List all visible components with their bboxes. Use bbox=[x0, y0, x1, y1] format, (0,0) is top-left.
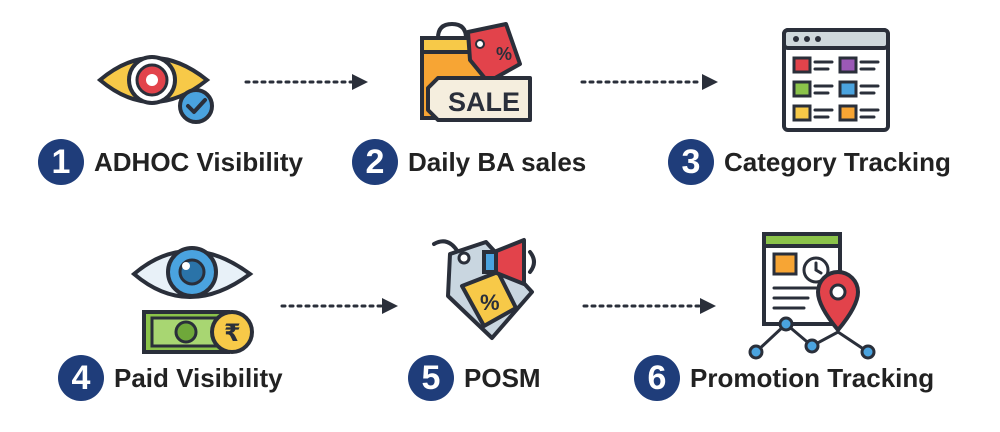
step-label: Category Tracking bbox=[724, 146, 951, 177]
sale-tag-icon: % SALE bbox=[420, 21, 532, 122]
step-number-badge: 1 bbox=[38, 139, 84, 185]
promo-tag-icon: % bbox=[432, 238, 536, 340]
step-number-badge: 2 bbox=[352, 139, 398, 185]
step-number-badge: 6 bbox=[634, 355, 680, 401]
eye-rupee-icon: ₹ bbox=[130, 246, 254, 354]
step-4: 4 Paid Visibility bbox=[58, 355, 283, 401]
step-2: 2 Daily BA sales bbox=[352, 139, 586, 185]
arrow-5-to-6 bbox=[582, 298, 716, 314]
step-5: 5 POSM bbox=[408, 355, 541, 401]
category-grid-icon bbox=[782, 28, 890, 132]
step-label: Promotion Tracking bbox=[690, 362, 935, 393]
percent-symbol: % bbox=[480, 290, 500, 315]
step-6: 6 Promotion Tracking bbox=[634, 355, 934, 401]
eye-check-icon bbox=[96, 55, 214, 124]
step-number-badge: 3 bbox=[668, 139, 714, 185]
location-tracking-icon bbox=[748, 232, 876, 360]
step-label: Daily BA sales bbox=[408, 146, 587, 177]
step-number-badge: 5 bbox=[408, 355, 454, 401]
rupee-symbol: ₹ bbox=[224, 319, 241, 347]
step-number-badge: 4 bbox=[58, 355, 104, 401]
arrow-1-to-2 bbox=[244, 74, 368, 90]
step-1: 1 ADHOC Visibility bbox=[38, 139, 303, 185]
arrow-2-to-3 bbox=[580, 74, 718, 90]
sale-sign-text: SALE bbox=[448, 87, 520, 117]
arrow-4-to-5 bbox=[280, 298, 398, 314]
step-label: POSM bbox=[464, 362, 541, 393]
svg-text:%: % bbox=[496, 44, 512, 64]
step-3: 3 Category Tracking bbox=[668, 139, 951, 185]
step-label: Paid Visibility bbox=[114, 362, 283, 393]
step-label: ADHOC Visibility bbox=[94, 146, 304, 177]
